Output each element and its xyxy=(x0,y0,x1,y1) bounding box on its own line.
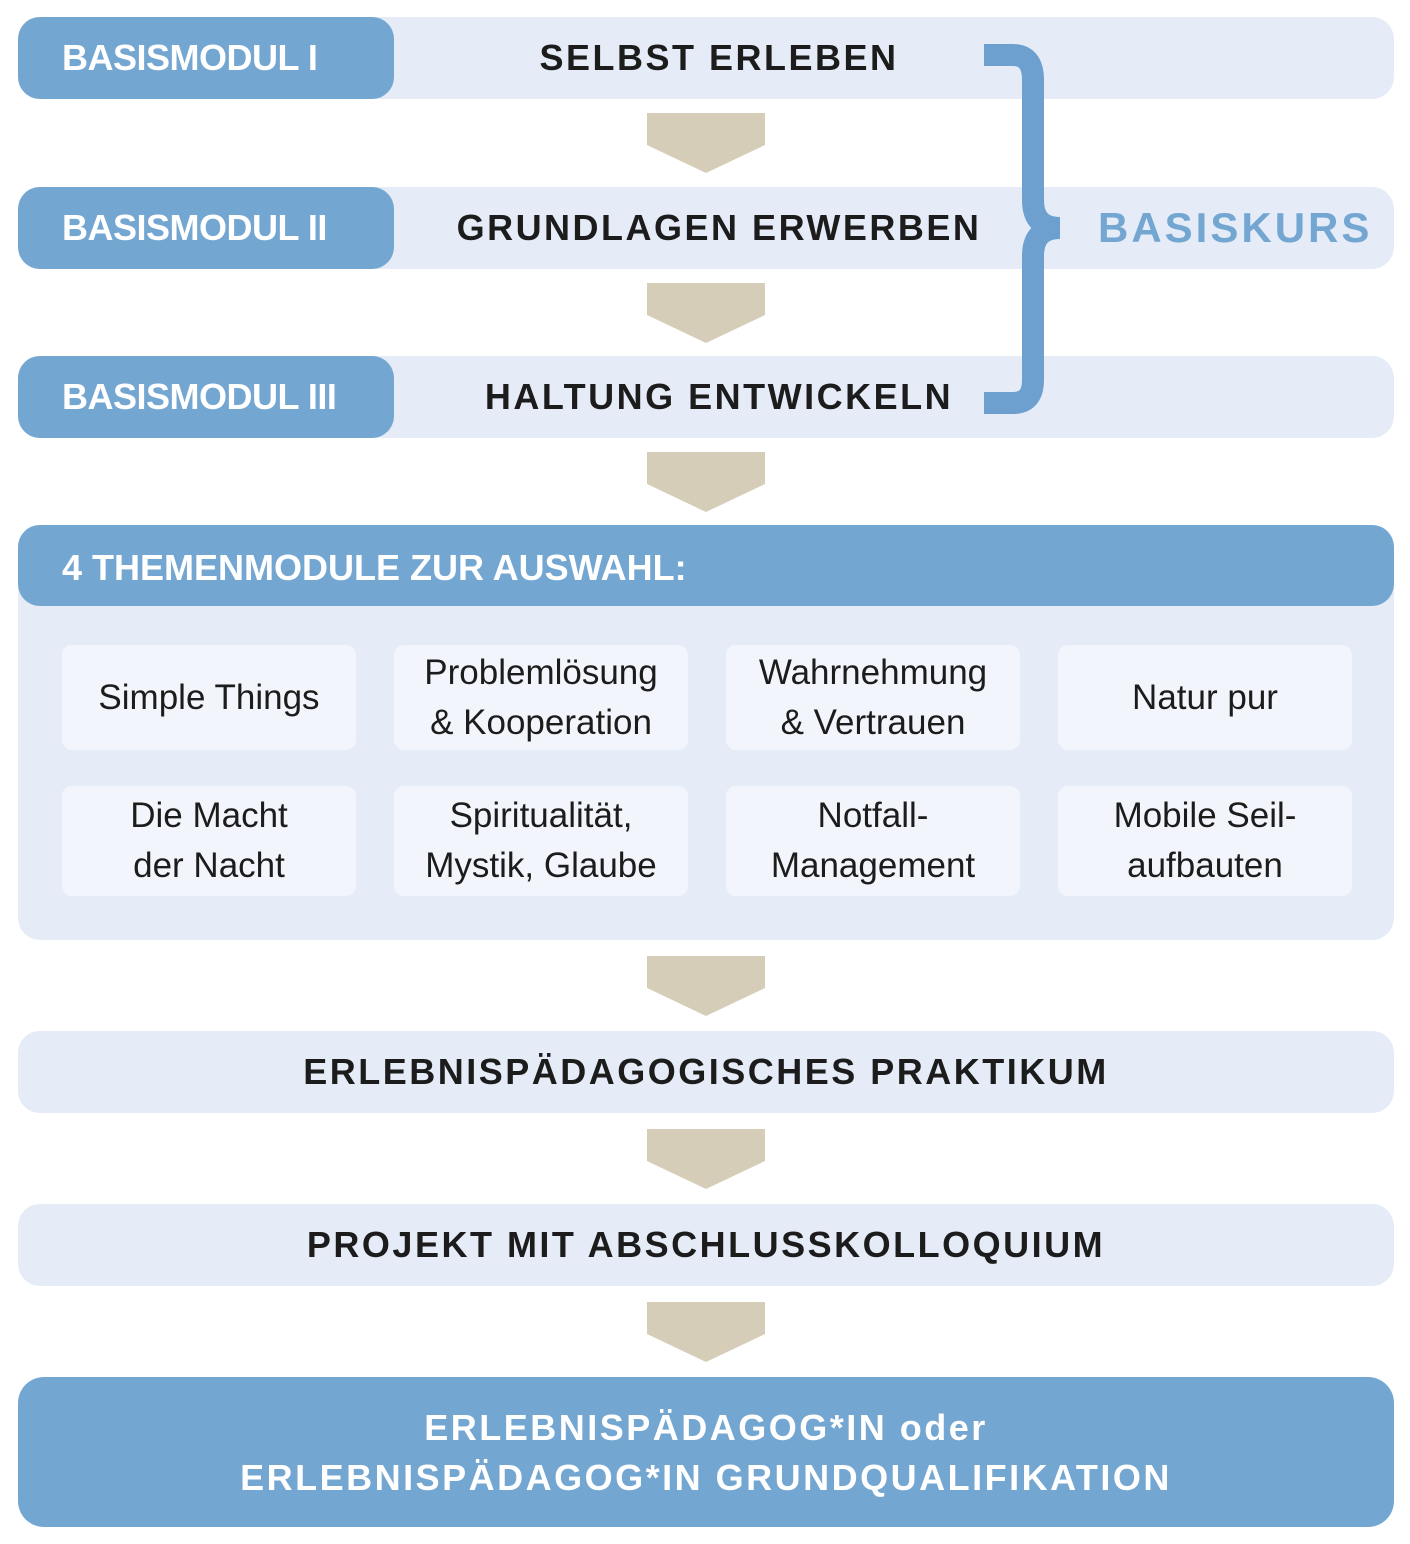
themenmodul-card-text: Spiritualität, xyxy=(449,796,633,835)
themenmodul-card-text: der Nacht xyxy=(133,846,285,885)
themenmodule-header: 4 THEMENMODULE ZUR AUSWAHL: xyxy=(18,525,1394,606)
basismodul-2-title: GRUNDLAGEN ERWERBEN xyxy=(456,207,982,248)
arrow-down-icon xyxy=(647,113,765,173)
themenmodule-panel: 4 THEMENMODULE ZUR AUSWAHL: Simple Thing… xyxy=(18,525,1394,940)
themenmodul-card-text: Notfall- xyxy=(817,796,929,835)
themenmodul-card: Mobile Seil-aufbauten xyxy=(1058,786,1352,896)
basismodul-3-label: BASISMODUL III xyxy=(18,356,394,438)
themenmodul-card-text: Simple Things xyxy=(98,677,320,717)
qualification-line-1: ERLEBNISPÄDAGOG*IN oder xyxy=(424,1407,988,1448)
basismodul-3-title: HALTUNG ENTWICKELN xyxy=(484,376,954,417)
basismodul-1-title: SELBST ERLEBEN xyxy=(539,37,899,78)
arrow-down-icon xyxy=(647,956,765,1016)
themenmodul-card: Spiritualität, Mystik, Glaube xyxy=(394,786,688,896)
basismodul-2-label: BASISMODUL II xyxy=(18,187,394,269)
themenmodul-card: Natur pur xyxy=(1058,645,1352,750)
themenmodul-card-text: Wahrnehmung xyxy=(758,652,988,692)
themenmodul-card: Notfall- Management xyxy=(726,786,1020,896)
praktikum-row: ERLEBNISPÄDAGOGISCHES PRAKTIKUM xyxy=(18,1031,1394,1113)
projekt-row: PROJEKT MIT ABSCHLUSSKOLLOQUIUM xyxy=(18,1204,1394,1286)
themenmodul-card-text: Mobile Seil- xyxy=(1113,796,1297,835)
themenmodul-card: Problemlösung & Kooperation xyxy=(394,645,688,750)
themenmodul-card-text: Natur pur xyxy=(1132,677,1278,717)
themenmodul-card-text: aufbauten xyxy=(1127,846,1283,885)
themenmodul-card-text: Die Macht xyxy=(130,796,288,835)
basismodul-1-row: BASISMODUL I SELBST ERLEBEN xyxy=(18,17,1394,99)
qualification-line-2: ERLEBNISPÄDAGOG*IN GRUNDQUALIFIKATION xyxy=(240,1457,1172,1498)
basismodul-2-row: BASISMODUL II GRUNDLAGEN ERWERBEN xyxy=(18,187,1394,269)
themenmodul-card: Wahrnehmung & Vertrauen xyxy=(726,645,1020,750)
themenmodul-card-text: Management xyxy=(770,846,976,885)
basiskurs-label: BASISKURS xyxy=(1098,204,1373,251)
themenmodul-card-text: Problemlösung xyxy=(424,652,658,692)
themenmodul-card-text: & Kooperation xyxy=(430,702,652,742)
themenmodul-card: Die Macht der Nacht xyxy=(62,786,356,896)
arrow-down-icon xyxy=(647,452,765,512)
curly-brace-icon xyxy=(984,44,1061,414)
projekt-title: PROJEKT MIT ABSCHLUSSKOLLOQUIUM xyxy=(306,1224,1106,1265)
praktikum-title: ERLEBNISPÄDAGOGISCHES PRAKTIKUM xyxy=(303,1051,1109,1092)
themenmodul-card-text: & Vertrauen xyxy=(780,702,966,742)
basismodul-3-row: BASISMODUL III HALTUNG ENTWICKELN xyxy=(18,356,1394,438)
themenmodul-card-text: Mystik, Glaube xyxy=(425,846,657,885)
qualification-box: ERLEBNISPÄDAGOG*IN oder ERLEBNISPÄDAGOG*… xyxy=(18,1377,1394,1527)
arrow-down-icon xyxy=(647,283,765,343)
themenmodul-card: Simple Things xyxy=(62,645,356,750)
arrow-down-icon xyxy=(647,1302,765,1362)
basismodul-1-label: BASISMODUL I xyxy=(18,17,394,99)
arrow-down-icon xyxy=(647,1129,765,1189)
